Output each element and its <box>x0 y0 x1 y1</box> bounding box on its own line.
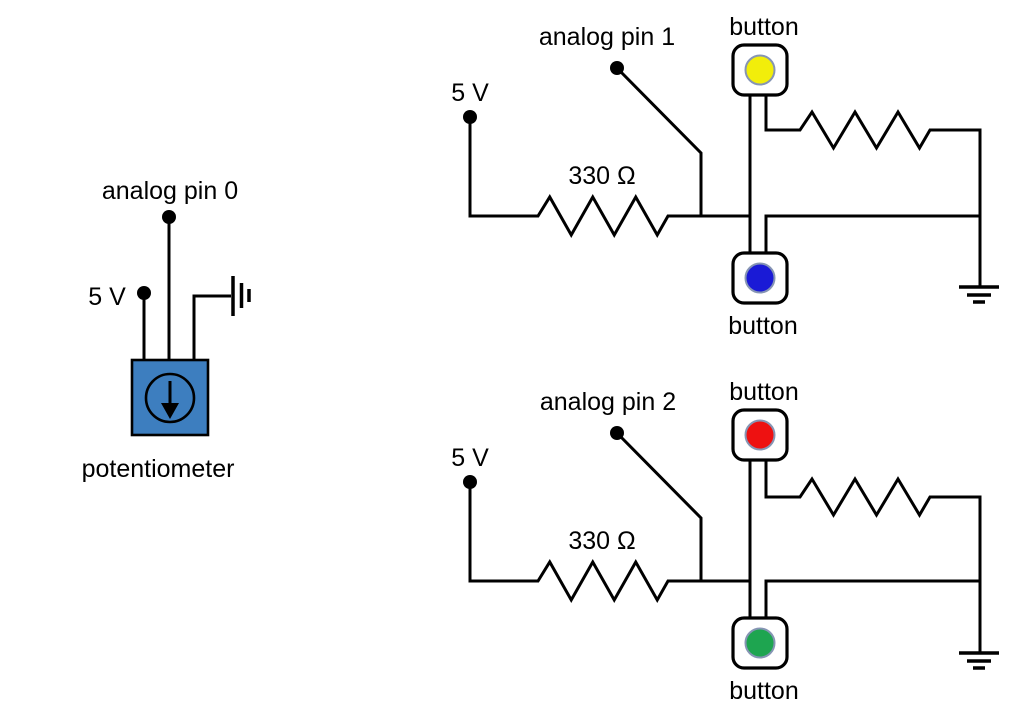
wire-ground-pot <box>192 294 231 371</box>
wire-analog-pin-2 <box>615 431 703 581</box>
wire-right-section-c1 <box>764 214 980 253</box>
wire-analog-pin-1 <box>615 66 703 216</box>
button-label-blue: button <box>728 312 798 340</box>
analog-pin-1-label: analog pin 1 <box>539 23 675 51</box>
wire-pullup-resistor-c1 <box>764 95 982 287</box>
button-yellow-cap <box>744 54 776 86</box>
ground-symbol-pot <box>231 276 251 316</box>
button-label-yellow: button <box>729 13 799 41</box>
analog-pin-2-label: analog pin 2 <box>540 388 676 416</box>
wire-right-section-c2 <box>764 579 980 618</box>
supply-5v-label-c2: 5 V <box>451 444 489 472</box>
supply-5v-label-c1: 5 V <box>451 79 489 107</box>
potentiometer-circuit: analog pin 0 5 V potentiometer <box>82 177 251 483</box>
button-red-cap <box>744 419 776 451</box>
button-green-cap <box>744 627 776 659</box>
resistor-330-label-c2: 330 Ω <box>568 527 635 555</box>
wire-main-resistor-c2 <box>468 482 750 604</box>
button-label-green: button <box>729 677 799 705</box>
button-label-red: button <box>729 378 799 406</box>
supply-5v-label-pot: 5 V <box>88 283 126 311</box>
potentiometer-dial <box>144 372 196 424</box>
button-circuit-1: analog pin 1 5 V 330 Ω button button <box>451 13 999 340</box>
wire-main-resistor-c1 <box>468 117 750 239</box>
wire-pullup-resistor-c2 <box>764 460 982 653</box>
dial-arrow-head <box>161 403 179 419</box>
button-circuit-2: analog pin 2 5 V 330 Ω button button <box>451 378 999 705</box>
potentiometer-label: potentiometer <box>82 455 235 483</box>
analog-pin-0-label: analog pin 0 <box>102 177 238 205</box>
button-blue-cap <box>744 262 776 294</box>
resistor-330-label-c1: 330 Ω <box>568 162 635 190</box>
ground-symbol-c1 <box>959 285 999 304</box>
ground-symbol-c2 <box>959 651 999 670</box>
